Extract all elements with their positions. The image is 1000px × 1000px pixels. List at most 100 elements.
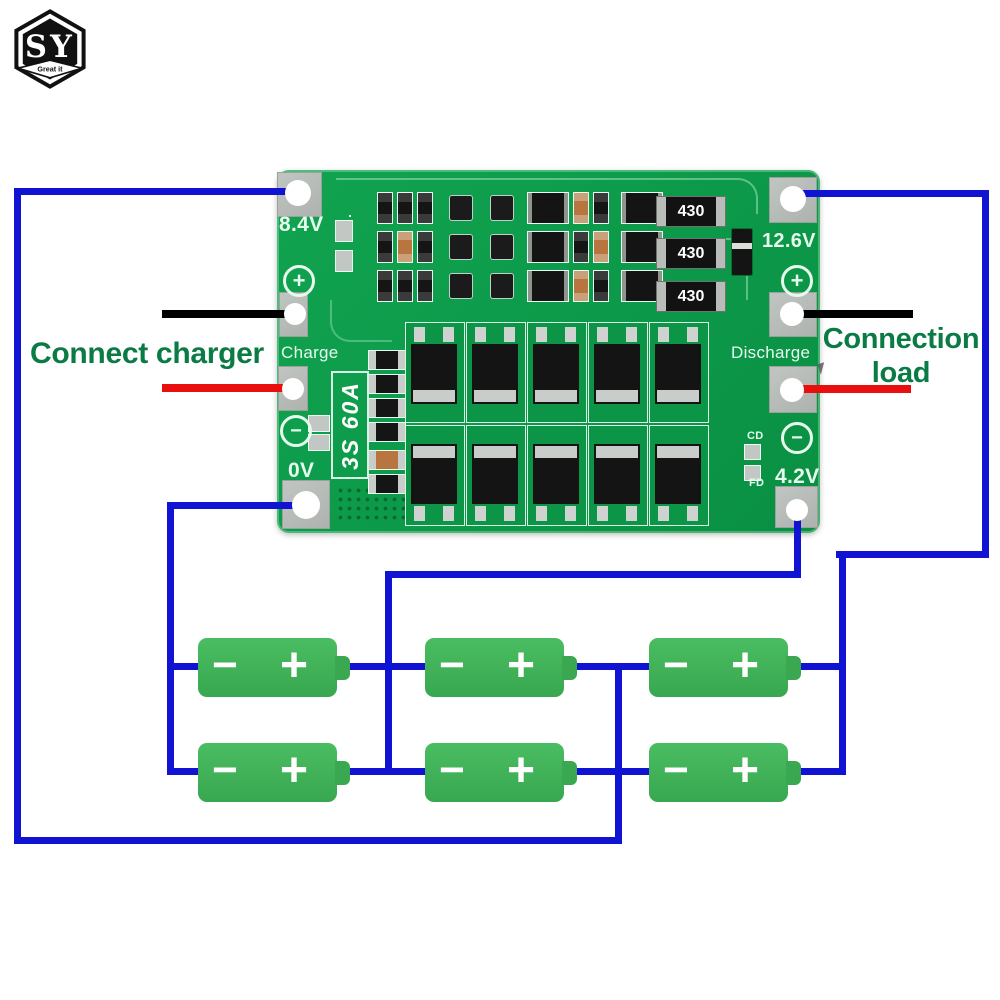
battery-6: − +	[649, 743, 801, 802]
battery-plus: +	[731, 638, 760, 692]
battery-4: − +	[198, 743, 350, 802]
logo-band	[14, 59, 86, 79]
smd-resistor	[368, 474, 406, 494]
cd-pad	[744, 444, 761, 460]
hole-charge-lower	[282, 378, 304, 400]
smd-cluster-row	[377, 231, 667, 263]
label-charge: Charge	[281, 343, 339, 362]
label-cd: CD	[747, 430, 764, 442]
mosfet	[649, 322, 709, 423]
battery-1: − +	[198, 638, 350, 697]
plus-symbol-charge: +	[283, 265, 315, 297]
battery-plus: +	[507, 638, 536, 692]
wire-12v6-top	[790, 190, 989, 197]
wire-4v2-drop	[794, 505, 801, 575]
battery-minus: −	[663, 639, 689, 689]
hole-12v6	[780, 186, 806, 212]
mosfet	[649, 425, 709, 526]
wire-load-lower-red	[785, 385, 911, 393]
label-12v6: 12.6V	[762, 230, 816, 252]
brand-logo: SY Great it	[14, 9, 86, 89]
wire-charger-upper-black	[162, 310, 298, 318]
battery-terminal	[562, 760, 577, 785]
battery-minus: −	[439, 639, 465, 689]
label-discharge: Discharge	[731, 343, 811, 362]
battery-plus: +	[280, 638, 309, 692]
hole-0v	[292, 491, 320, 519]
charger-annotation: Connect charger	[30, 337, 264, 370]
battery-minus: −	[663, 744, 689, 794]
smd-resistor	[368, 422, 406, 442]
wire-0v-horizontal	[167, 502, 305, 509]
power-resistor: 430	[656, 238, 726, 269]
mosfet-grid	[405, 322, 723, 528]
mosfet	[527, 322, 587, 423]
hole-discharge-lower	[780, 378, 804, 402]
hole-4v2	[786, 499, 808, 521]
power-resistor: 430	[656, 281, 726, 312]
load-annotation-line1: Connection	[822, 323, 980, 355]
resistor-value: 430	[677, 287, 705, 305]
resistor-value: 430	[677, 244, 705, 262]
battery-terminal	[786, 655, 801, 680]
logo-tagline-text: Great it	[37, 64, 63, 73]
battery-minus: −	[212, 744, 238, 794]
hole-charge-upper	[284, 303, 306, 325]
smd-capacitor	[335, 220, 353, 242]
label-fd: FD	[749, 477, 765, 489]
plus-symbol-discharge: +	[781, 265, 813, 297]
wire-12v6-riser	[839, 551, 846, 775]
pcb-trace	[336, 178, 758, 214]
battery-minus: −	[439, 744, 465, 794]
battery-plus: +	[507, 743, 536, 797]
smd-resistor	[368, 450, 406, 470]
battery-terminal	[335, 760, 350, 785]
label-0v: 0V	[288, 459, 315, 482]
diode	[731, 228, 753, 276]
minus-symbol-discharge: −	[781, 422, 813, 454]
model-label: 3S 60A	[331, 371, 369, 479]
hole-discharge-upper	[780, 302, 804, 326]
battery-terminal	[786, 760, 801, 785]
logo-brand-text: SY	[25, 29, 75, 65]
wire-0v-vertical	[167, 502, 174, 775]
wire-4v2-riser	[385, 571, 392, 775]
mosfet	[588, 425, 648, 526]
load-annotation: Connection load	[818, 322, 984, 390]
wire-8v4-bottom	[14, 837, 622, 844]
label-8v4: 8.4V	[279, 213, 324, 236]
battery-plus: +	[280, 743, 309, 797]
battery-5: − +	[425, 743, 577, 802]
battery-plus: +	[731, 743, 760, 797]
mosfet	[466, 425, 526, 526]
wire-8v4-top	[14, 188, 303, 195]
mosfet	[405, 322, 465, 423]
smd-resistor	[368, 350, 406, 370]
wire-12v6-jog	[836, 551, 989, 558]
wire-8v4-riser	[615, 663, 622, 844]
wire-charger-lower-red	[162, 384, 295, 392]
battery-2: − +	[425, 638, 577, 697]
resistor-value: 430	[677, 202, 705, 220]
pcb-trace	[330, 300, 392, 342]
minus-symbol-charge: −	[280, 415, 312, 447]
smd-capacitor	[335, 250, 353, 272]
battery-terminal	[335, 655, 350, 680]
mosfet	[405, 425, 465, 526]
smd-resistor	[368, 398, 406, 418]
model-text: 3S 60A	[336, 380, 363, 470]
label-4v2: 4.2V	[775, 465, 820, 488]
battery-3: − +	[649, 638, 801, 697]
battery-terminal	[562, 655, 577, 680]
wire-4v2-horizontal	[385, 571, 801, 578]
mosfet	[588, 322, 648, 423]
battery-minus: −	[212, 639, 238, 689]
smd-capacitor	[349, 215, 351, 217]
smd-cluster-row	[377, 192, 667, 224]
mosfet	[466, 322, 526, 423]
wire-12v6-right	[982, 190, 989, 558]
fd-pad	[744, 465, 761, 481]
wire-load-upper-black	[789, 310, 913, 318]
load-annotation-line2: load	[871, 357, 931, 389]
